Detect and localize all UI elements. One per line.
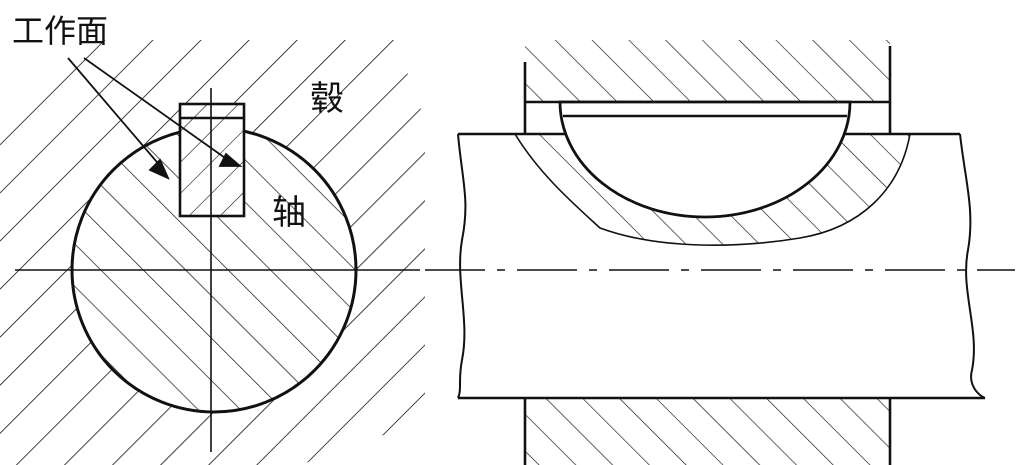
bottom-hub-block bbox=[525, 398, 890, 465]
shaft-left-break bbox=[457, 133, 467, 399]
hub-label: 毂 bbox=[310, 79, 344, 119]
woodruff-key bbox=[558, 100, 852, 219]
hub-section bbox=[0, 40, 425, 465]
top-hub-block bbox=[525, 40, 890, 102]
working-face-leaders bbox=[67, 57, 243, 180]
cross-section-view: 工作面 毂 轴 bbox=[0, 12, 425, 465]
working-face-label: 工作面 bbox=[12, 12, 108, 50]
shaft-right-break bbox=[959, 133, 986, 399]
shaft-label: 轴 bbox=[272, 193, 306, 233]
longitudinal-view bbox=[425, 40, 1015, 465]
